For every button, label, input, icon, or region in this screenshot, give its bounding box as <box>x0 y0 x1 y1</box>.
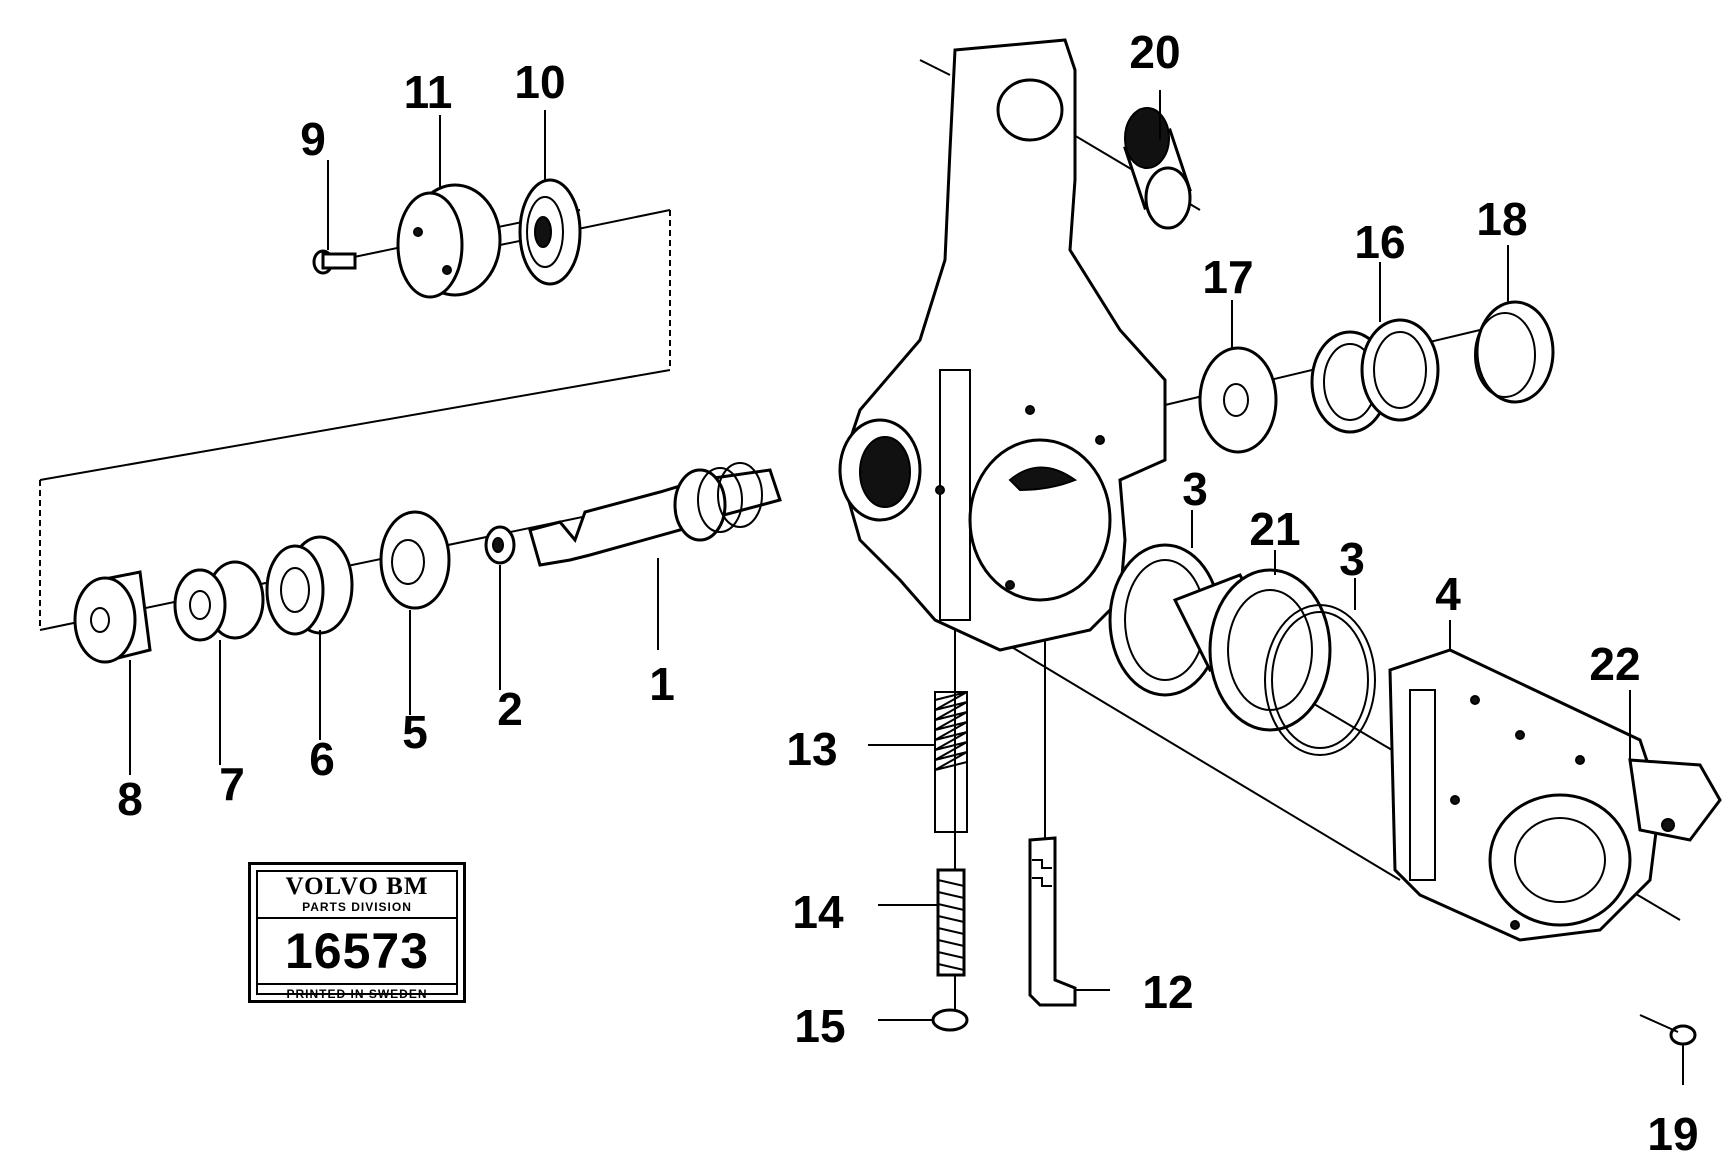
callout-1: 1 <box>649 658 675 710</box>
callout-2: 2 <box>497 683 523 735</box>
callout-14: 14 <box>792 886 844 938</box>
part-9-pin <box>312 249 357 275</box>
part-3-seal-front <box>1108 543 1222 697</box>
part-20-bush <box>1123 107 1192 230</box>
callout-17: 17 <box>1202 251 1253 303</box>
callout-8: 8 <box>117 773 143 825</box>
callout-11: 11 <box>404 66 453 118</box>
callout-3-upper: 3 <box>1182 463 1208 515</box>
part-11-cover <box>396 183 502 299</box>
part-3-seal-rear <box>1264 604 1376 756</box>
part-2-washer <box>484 525 516 565</box>
callout-labels: 1 2 3 3 4 5 6 7 8 9 10 11 12 13 14 15 16… <box>117 26 1698 1160</box>
part-4-cover-plate <box>1388 648 1662 942</box>
callout-20: 20 <box>1129 26 1180 78</box>
callout-5: 5 <box>402 706 428 758</box>
callout-7: 7 <box>219 758 245 810</box>
stamp-part-number: 16573 <box>258 919 456 985</box>
part-18-ring <box>1474 300 1555 404</box>
part-1-shaft <box>528 462 782 567</box>
part-5-cap <box>379 510 451 610</box>
callout-16: 16 <box>1354 216 1405 268</box>
callout-22: 22 <box>1589 638 1640 690</box>
part-8-plug <box>73 570 152 664</box>
callout-9: 9 <box>300 113 326 165</box>
part-22-bracket <box>1628 758 1722 842</box>
part-17-washer <box>1198 346 1278 454</box>
part-13-spring <box>934 691 968 833</box>
part-14-spring <box>936 868 966 977</box>
stamp-brand: VOLVO BM <box>285 873 429 900</box>
callout-6: 6 <box>309 733 335 785</box>
part-16-spring <box>1310 318 1440 434</box>
part-19-screw <box>1639 1014 1697 1046</box>
callout-3-lower: 3 <box>1339 533 1365 585</box>
callout-18: 18 <box>1476 193 1527 245</box>
part-10-bearing <box>518 178 582 286</box>
lever-housing <box>838 38 1167 652</box>
part-12-pawl <box>1028 836 1077 1007</box>
callout-leaders <box>129 90 1684 1085</box>
part-6-gear <box>265 535 354 636</box>
callout-12: 12 <box>1142 966 1193 1018</box>
callout-19: 19 <box>1647 1108 1698 1160</box>
part-7-worm-screw <box>173 560 265 642</box>
callout-10: 10 <box>514 56 565 108</box>
stamp-printed: PRINTED IN SWEDEN <box>286 987 428 1001</box>
callout-21: 21 <box>1249 503 1300 555</box>
callout-4: 4 <box>1435 568 1461 620</box>
stamp-division: PARTS DIVISION <box>258 900 456 919</box>
parts-division-stamp: VOLVO BM PARTS DIVISION 16573 PRINTED IN… <box>248 862 466 1003</box>
part-15-washer <box>931 1008 969 1032</box>
callout-13: 13 <box>786 723 837 775</box>
callout-15: 15 <box>794 1000 845 1052</box>
